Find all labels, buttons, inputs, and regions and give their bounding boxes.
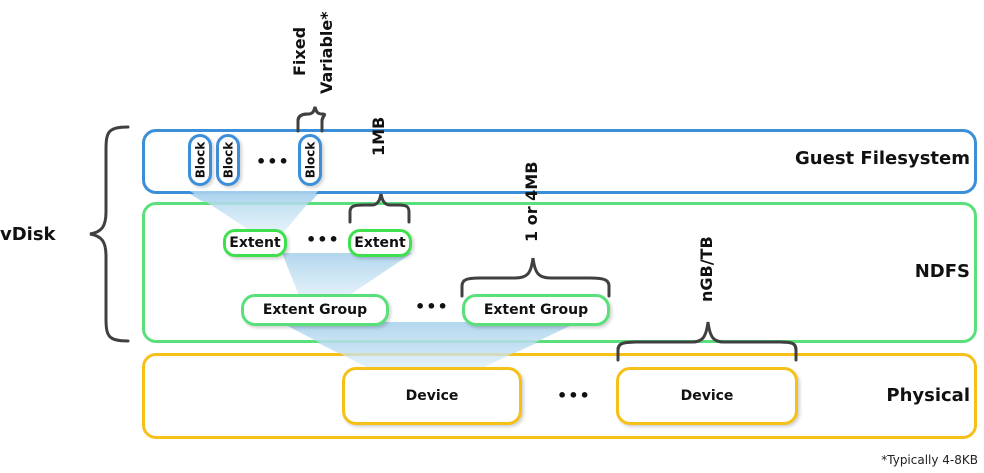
layer-label-guest-filesystem: Guest Filesystem (795, 148, 970, 169)
footnote: *Typically 4-8KB (881, 453, 978, 467)
block-size-variable-label: Variable* (317, 11, 336, 94)
extent-brace-top (348, 193, 411, 224)
layer-label-physical: Physical (886, 385, 970, 406)
extent-group-node: Extent Group (462, 294, 610, 326)
layer-label-ndfs: NDFS (914, 261, 970, 282)
block-label: Block (303, 141, 318, 179)
vdisk-brace (89, 125, 130, 343)
device-brace-top (616, 321, 798, 362)
funnel-blocks-to-extent-fill (190, 191, 318, 232)
block-node: Block (298, 134, 322, 186)
funnel-egroups-to-device-fill (280, 322, 578, 370)
extent-size-label: 1MB (369, 116, 388, 156)
extent-node: Extent (348, 229, 412, 257)
device-node: Device (616, 367, 798, 425)
block-size-fixed-label: Fixed (290, 26, 309, 76)
block-brace-top (296, 106, 326, 133)
extent-group-size-label: 1 or 4MB (522, 161, 541, 242)
block-node: Block (216, 134, 240, 186)
block-label: Block (221, 141, 236, 179)
extent-node: Extent (223, 229, 287, 257)
vdisk-label: vDisk (0, 224, 56, 245)
block-label: Block (193, 141, 208, 179)
extent-group-brace-top (460, 257, 611, 298)
layer-guest-filesystem (142, 129, 977, 194)
extent-group-node: Extent Group (241, 294, 389, 326)
layer-physical (142, 353, 977, 439)
device-node: Device (342, 367, 522, 425)
extent-ellipsis: ••• (306, 230, 340, 249)
block-ellipsis: ••• (256, 152, 290, 171)
device-size-label: nGB/TB (697, 236, 716, 302)
extent-group-ellipsis: ••• (415, 297, 449, 316)
funnel-extents-to-egroup-fill (282, 253, 412, 298)
block-node: Block (188, 134, 212, 186)
device-ellipsis: ••• (557, 386, 591, 405)
